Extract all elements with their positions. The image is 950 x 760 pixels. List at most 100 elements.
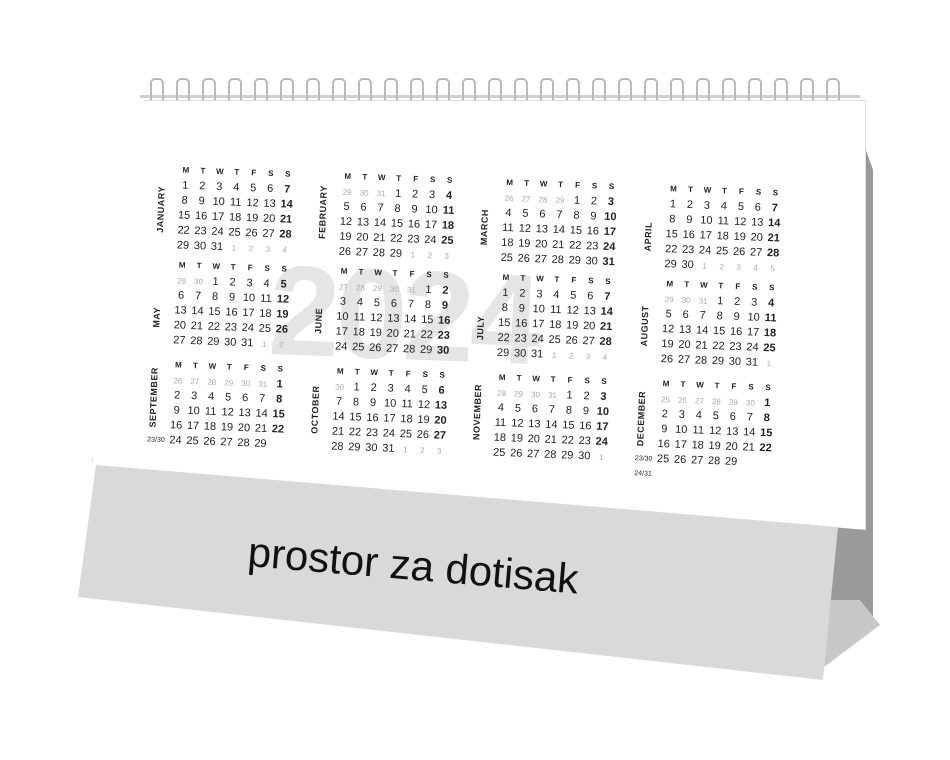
day-cell: 14 [255, 407, 268, 420]
day-cell: 5 [249, 182, 257, 195]
day-cell: 1 [716, 295, 724, 308]
weekday-label: S [267, 168, 274, 179]
day-cell: 5 [224, 391, 232, 404]
weekday-label: T [192, 361, 198, 371]
day-cell: 25 [186, 434, 199, 448]
day-cell: 15 [272, 408, 285, 421]
day-cell: 8 [424, 298, 432, 312]
day-cell: 15 [562, 419, 575, 432]
day-cell: 12 [221, 406, 234, 419]
day-cell: 13 [174, 304, 187, 317]
day-cell: 30 [577, 449, 591, 463]
day-cell: 1 [402, 445, 408, 455]
day-cell: 30 [335, 382, 345, 392]
day-cell: 15 [390, 217, 404, 231]
day-cell: 29 [568, 254, 582, 267]
day-cell: 3 [339, 295, 347, 308]
day-cell: 24 [211, 225, 224, 239]
day-cell: 27 [338, 282, 349, 292]
day-cell: 7 [548, 403, 556, 416]
weekday-label: M [506, 177, 514, 188]
day-cell: 28 [496, 388, 507, 399]
day-cell: 22 [497, 331, 511, 345]
day-cell: 1 [766, 359, 772, 369]
day-cell: 4 [505, 206, 512, 220]
day-cell: 31 [381, 442, 395, 455]
day-cell: 4 [404, 383, 411, 396]
weekday-label: T [226, 362, 232, 372]
weekday-label: M [336, 366, 344, 376]
day-cell: 22 [420, 328, 434, 342]
day-cell: 18 [259, 307, 272, 321]
day-cell: 28 [538, 195, 548, 205]
day-cell: 8 [565, 404, 573, 417]
day-cell: 12 [733, 215, 747, 229]
weekday-label: S [748, 382, 754, 392]
day-cell: 23 [729, 340, 742, 354]
weekday-label: F [571, 275, 577, 285]
day-cell: 7 [746, 411, 754, 424]
day-cell: 1 [276, 378, 284, 391]
day-cell: 7 [377, 202, 384, 215]
day-cell: 18 [441, 219, 455, 232]
day-cell: 11 [549, 303, 562, 317]
weekday-label: T [718, 281, 724, 291]
day-cell: 3 [387, 382, 394, 395]
day-cell: 11 [692, 424, 705, 437]
weekday-label: W [215, 166, 224, 177]
day-cell: 30 [436, 344, 450, 357]
day-cell: 30 [513, 347, 527, 360]
day-cell: 1 [702, 261, 707, 271]
day-cell: 4 [356, 296, 364, 309]
weekday-label: M [670, 184, 678, 194]
month-name: AUGUST [638, 305, 651, 347]
day-cell: 2 [198, 180, 206, 193]
day-cell: 25 [351, 341, 365, 354]
day-cell: 17 [242, 306, 255, 320]
day-cell: 13 [263, 197, 276, 211]
day-cell: 29 [206, 335, 220, 349]
day-cell: 1 [181, 179, 189, 192]
day-cell: 2 [229, 276, 236, 289]
day-cell: 10 [383, 397, 397, 410]
day-cell: 29 [664, 258, 677, 271]
day-cell: 6 [360, 201, 367, 214]
day-cell: 13 [535, 223, 549, 236]
day-cell: 3 [600, 390, 607, 403]
day-cell: 14 [332, 410, 345, 423]
day-cell: 14 [695, 324, 709, 337]
day-cell: 15 [665, 228, 679, 241]
weekday-label: W [539, 179, 548, 189]
day-cell: 13 [238, 406, 251, 420]
day-cell: 16 [729, 325, 743, 339]
day-cell: 1 [425, 283, 432, 297]
day-cell: 28 [551, 253, 565, 267]
day-cell: 5 [280, 278, 287, 291]
day-cell: 18 [493, 431, 507, 445]
weekday-label: F [243, 363, 249, 373]
day-cell: 1 [551, 350, 557, 361]
day-cell: 26 [509, 447, 523, 460]
day-cell: 8 [181, 194, 188, 207]
day-cell: 1 [410, 250, 416, 260]
day-cell: 9 [411, 203, 418, 216]
day-cell: 24 [334, 340, 348, 353]
day-cell: 29 [389, 247, 403, 261]
day-cell: 16 [366, 411, 379, 425]
day-cell: 13 [356, 216, 370, 229]
day-cell: 24 [531, 333, 544, 346]
weekday-label: T [554, 274, 560, 285]
day-cell: 9 [228, 291, 236, 304]
day-cell: 5 [665, 308, 672, 321]
day-cell: 30 [585, 255, 599, 268]
day-cell: 26 [517, 252, 531, 265]
day-cell: 16 [586, 225, 600, 238]
day-cell: 13 [725, 425, 739, 439]
weekday-label: M [498, 372, 506, 383]
weekday-label: F [251, 168, 257, 178]
